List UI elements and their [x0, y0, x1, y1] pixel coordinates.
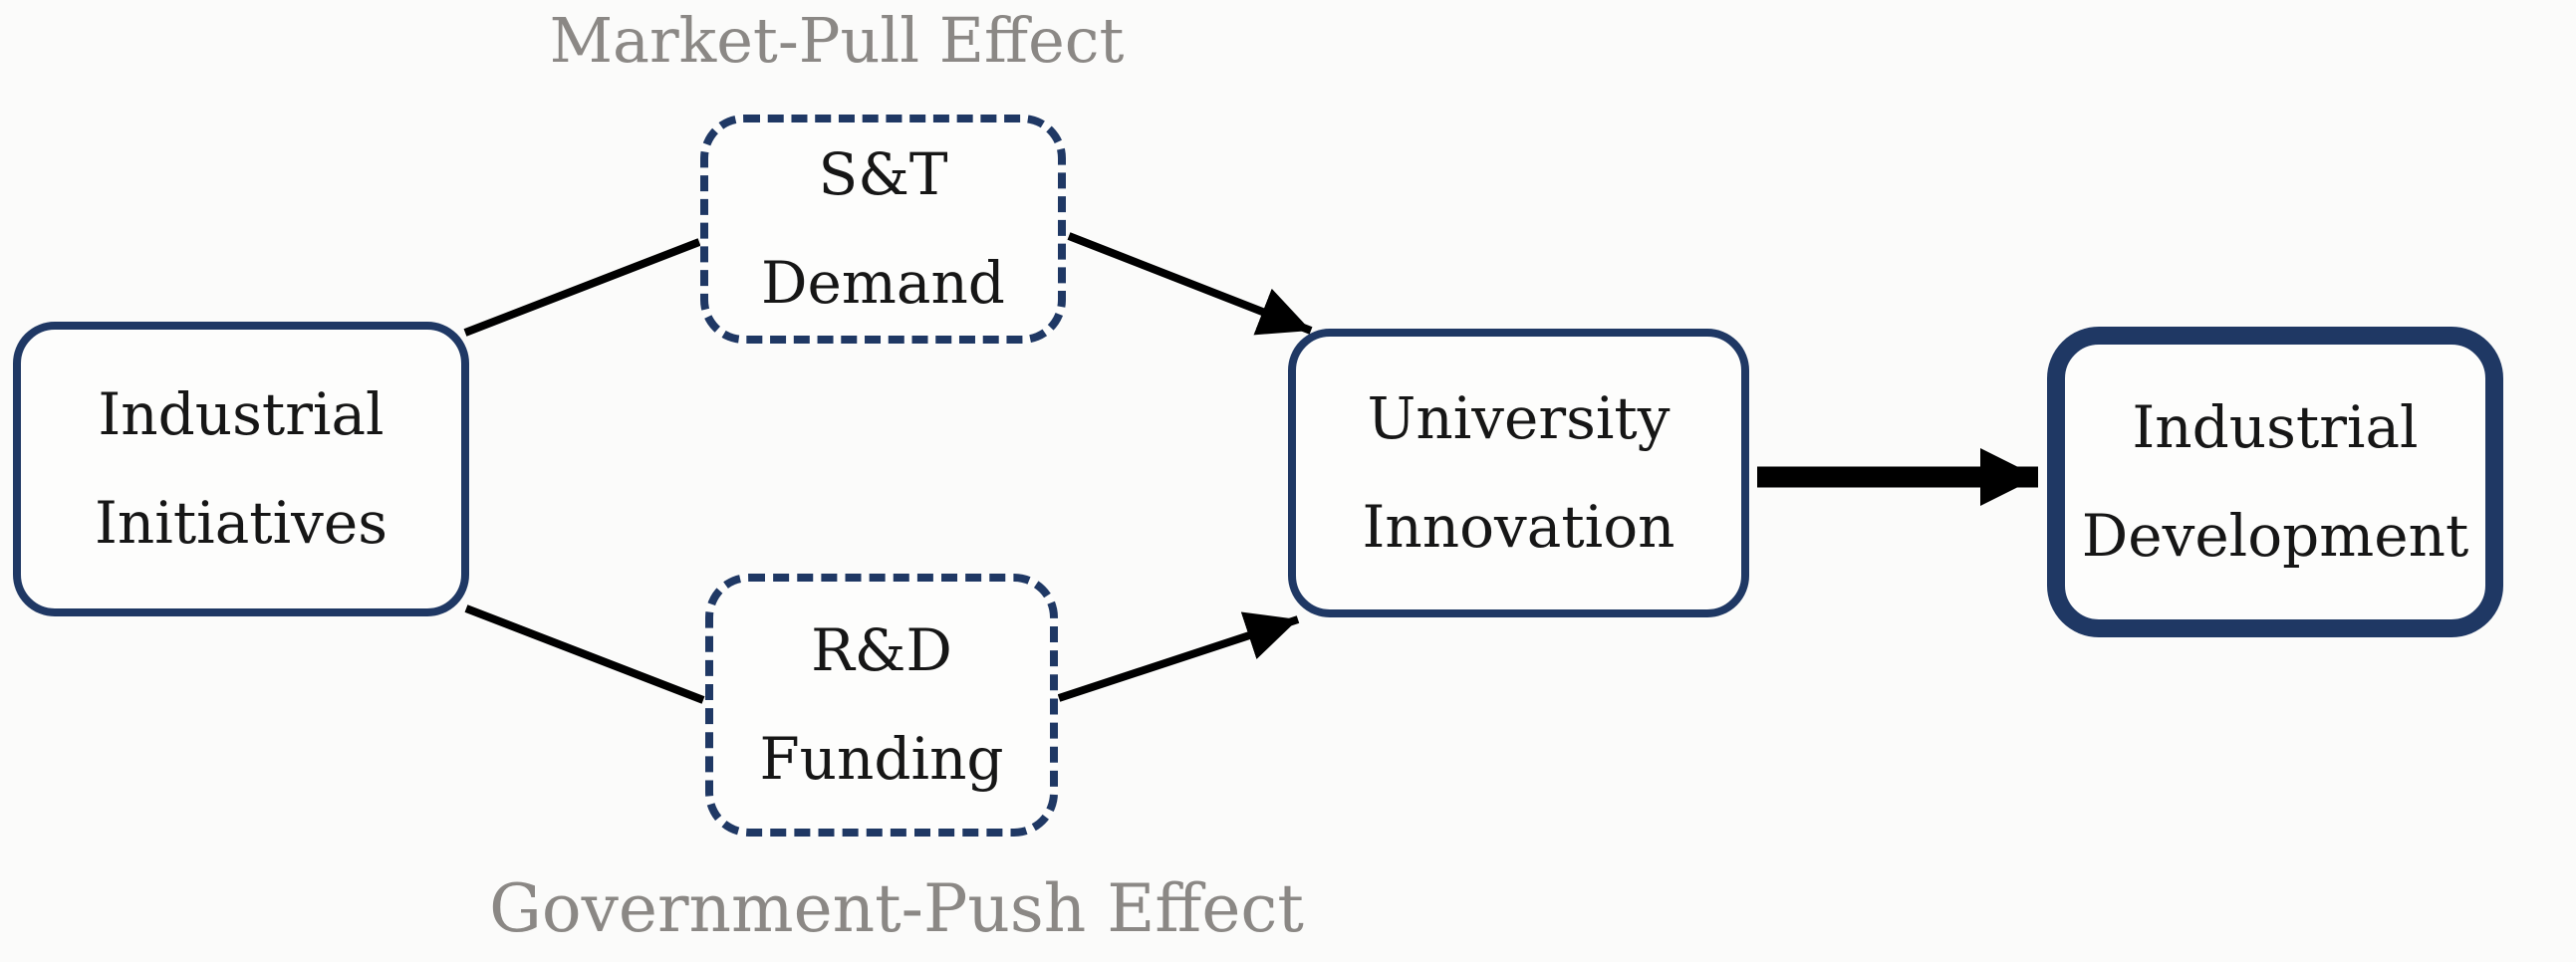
- node-st-demand-line2: Demand: [761, 249, 1005, 317]
- node-rd-funding: R&D Funding: [705, 574, 1058, 837]
- node-st-demand-line1: S&T: [818, 139, 948, 208]
- edge-initiatives-to-rd-funding: [464, 604, 705, 704]
- node-st-demand: S&T Demand: [700, 115, 1066, 344]
- node-rd-funding-line2: Funding: [759, 725, 1004, 793]
- node-rd-funding-line1: R&D: [811, 615, 952, 684]
- node-university-innovation: University Innovation: [1288, 329, 1749, 617]
- edge-st-demand-to-university-arrow: [1067, 232, 1313, 336]
- market-pull-effect-label: Market-Pull Effect: [549, 4, 1125, 77]
- node-industrial-development: Industrial Development: [2047, 327, 2503, 637]
- node-university-innovation-line2: Innovation: [1362, 493, 1675, 561]
- node-industrial-initiatives: Industrial Initiatives: [13, 322, 469, 616]
- edge-rd-funding-to-university-arrow: [1057, 611, 1300, 702]
- node-university-innovation-line1: University: [1367, 383, 1671, 452]
- node-industrial-development-line2: Development: [2081, 502, 2469, 570]
- node-industrial-initiatives-line1: Industrial: [98, 379, 385, 448]
- node-industrial-development-line1: Industrial: [2132, 392, 2419, 461]
- government-push-effect-label: Government-Push Effect: [489, 870, 1304, 947]
- node-industrial-initiatives-line2: Initiatives: [95, 489, 387, 557]
- edge-initiatives-to-st-demand: [463, 238, 701, 337]
